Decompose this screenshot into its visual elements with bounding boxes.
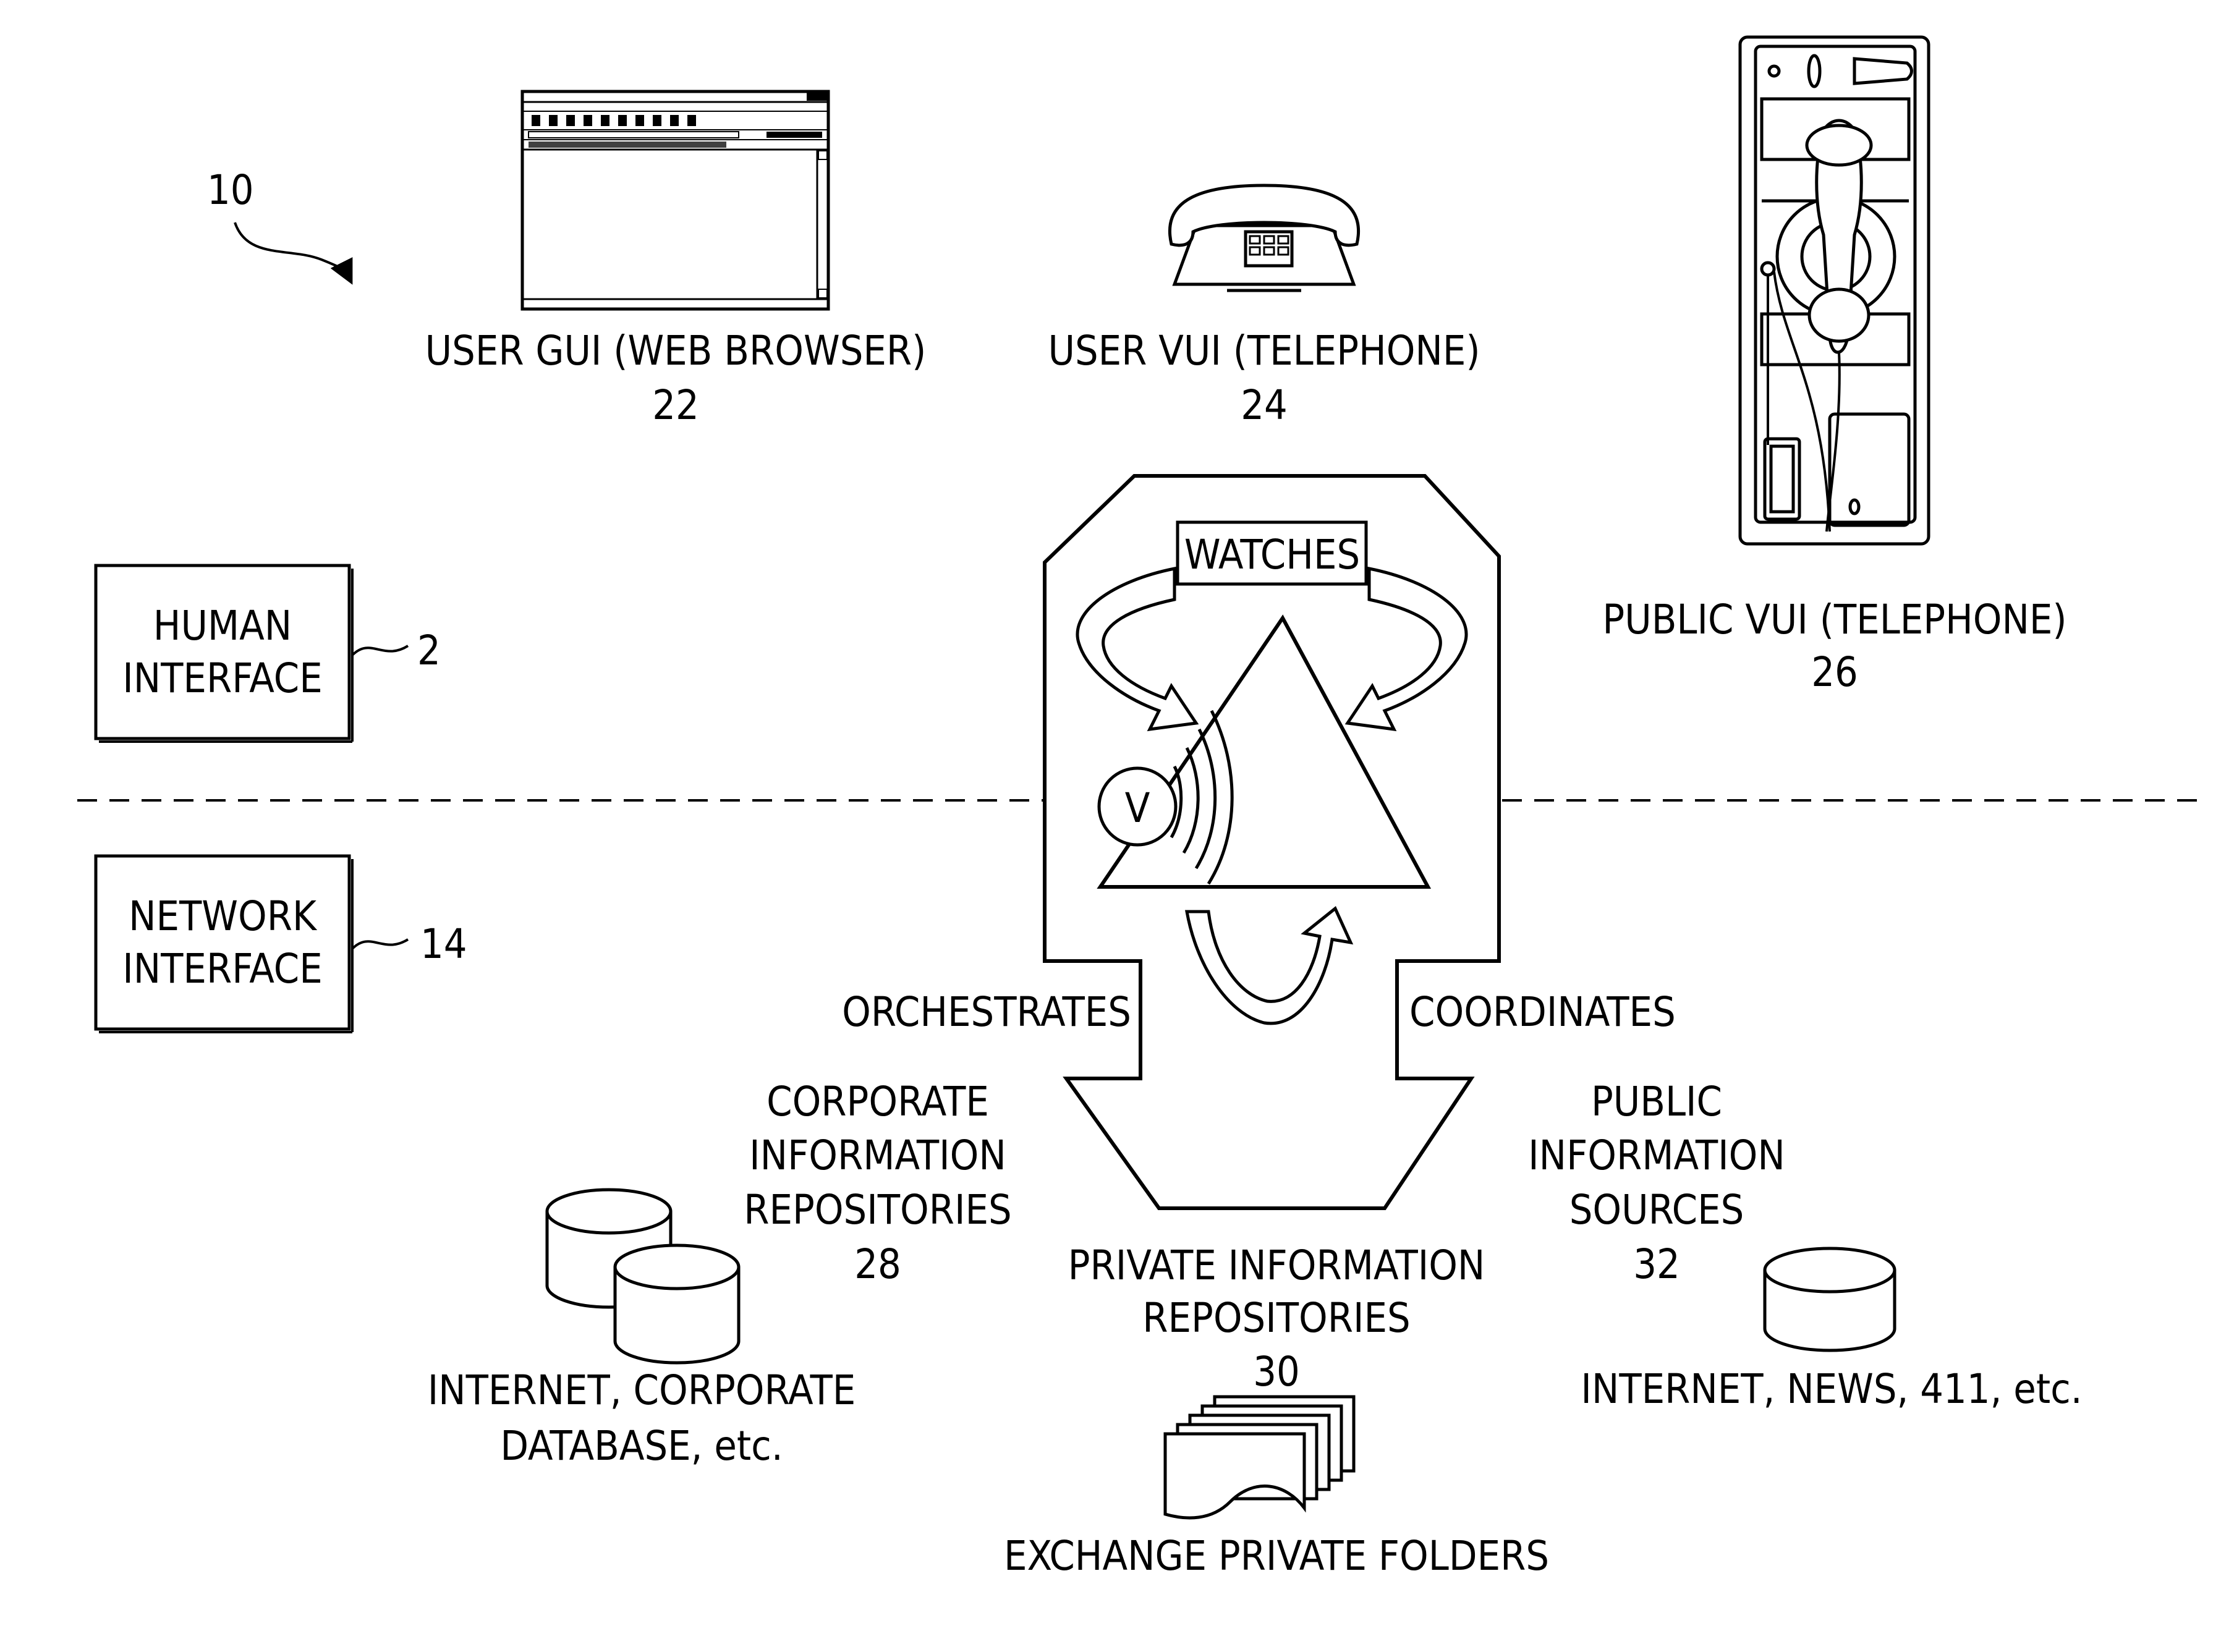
user-vui-ref: 24: [1241, 381, 1288, 429]
corporate-line2: INFORMATION: [749, 1132, 1006, 1179]
logo-letter: V: [1125, 784, 1150, 832]
public-sub: INTERNET, NEWS, 411, etc.: [1581, 1365, 2082, 1413]
public-database-icon: [1765, 1248, 1895, 1350]
figure-ref-leader: [235, 222, 349, 278]
corporate-database-icon: [547, 1190, 739, 1363]
watches-label: WATCHES: [1184, 531, 1360, 578]
corporate-ref: 28: [854, 1240, 901, 1288]
human-interface-line1: HUMAN: [153, 602, 292, 650]
public-line1: PUBLIC: [1591, 1078, 1722, 1125]
web-browser-window-icon: [522, 91, 828, 309]
user-gui-ref: 22: [652, 381, 699, 429]
coordinates-label: COORDINATES: [1409, 988, 1676, 1036]
human-interface-box: HUMAN INTERFACE: [96, 565, 352, 742]
payphone-icon: [1740, 37, 1929, 544]
network-interface-leader: [352, 939, 408, 949]
network-interface-line2: INTERFACE: [122, 945, 322, 993]
network-interface-line1: NETWORK: [129, 892, 318, 940]
figure-ref: 10: [207, 166, 254, 214]
user-gui-label: USER GUI (WEB BROWSER): [425, 327, 927, 375]
network-interface-ref: 14: [420, 920, 467, 968]
public-vui-label: PUBLIC VUI (TELEPHONE): [1602, 596, 2066, 643]
human-interface-ref: 2: [417, 627, 441, 674]
public-line3: SOURCES: [1569, 1186, 1744, 1234]
corporate-line1: CORPORATE: [767, 1078, 989, 1125]
corporate-sub-line2: DATABASE, etc.: [500, 1422, 783, 1470]
public-ref: 32: [1633, 1240, 1680, 1288]
corporate-sub-line1: INTERNET, CORPORATE: [428, 1366, 856, 1414]
human-interface-line2: INTERFACE: [122, 654, 322, 702]
network-interface-box: NETWORK INTERFACE: [96, 856, 352, 1032]
orchestrates-label: ORCHESTRATES: [842, 988, 1131, 1036]
human-interface-leader: [352, 646, 408, 655]
corporate-line3: REPOSITORIES: [744, 1186, 1011, 1234]
private-line2: REPOSITORIES: [1142, 1294, 1410, 1342]
private-sub: EXCHANGE PRIVATE FOLDERS: [1004, 1532, 1549, 1580]
public-vui-ref: 26: [1811, 648, 1858, 696]
user-vui-label: USER VUI (TELEPHONE): [1048, 327, 1480, 375]
public-line2: INFORMATION: [1528, 1132, 1785, 1179]
private-ref: 30: [1253, 1348, 1300, 1396]
private-folders-icon: [1165, 1397, 1354, 1518]
private-line1: PRIVATE INFORMATION: [1068, 1242, 1485, 1289]
desk-telephone-icon: [1170, 185, 1358, 290]
